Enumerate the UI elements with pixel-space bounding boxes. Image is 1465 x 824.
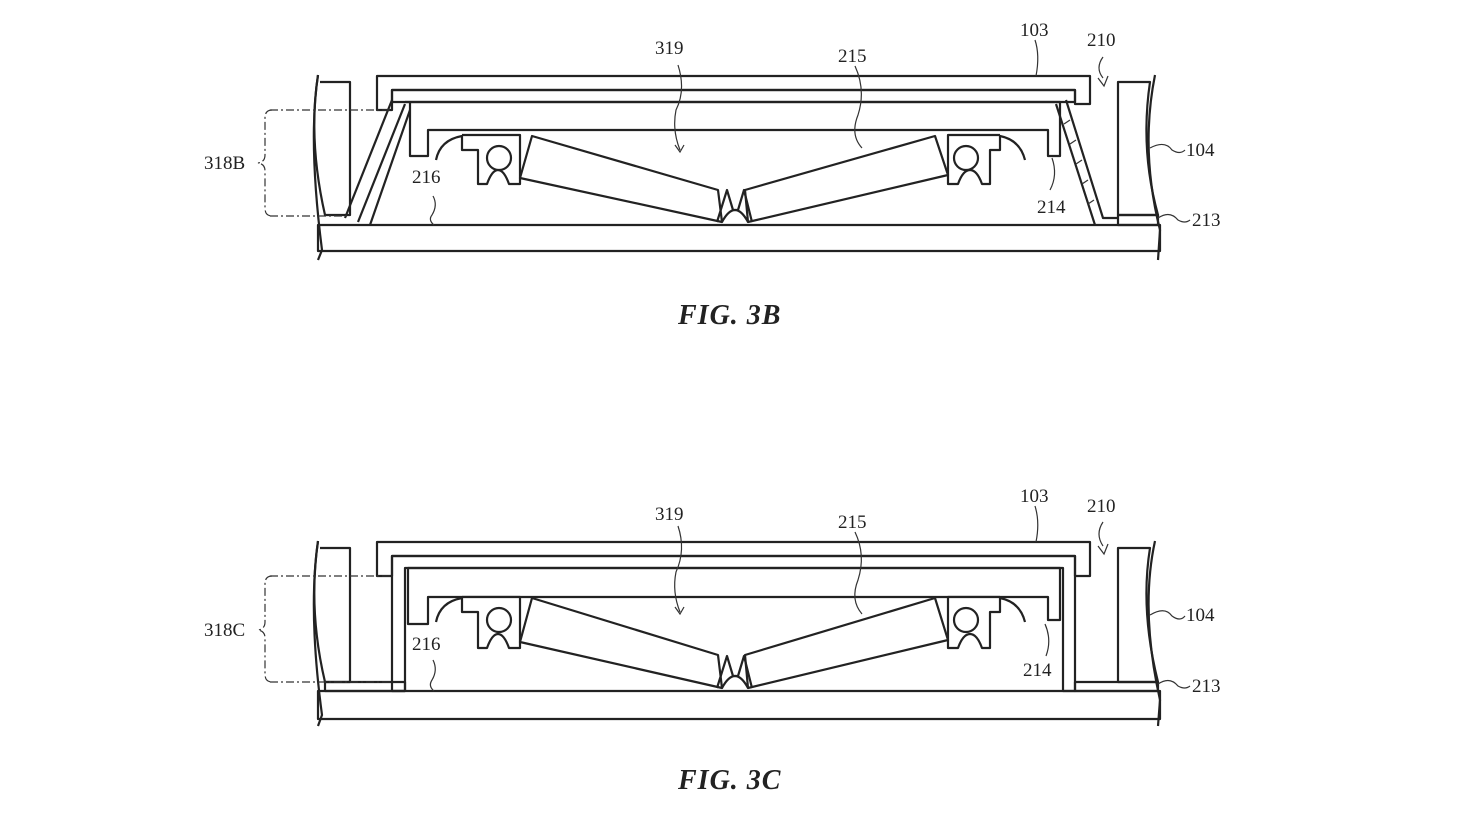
leader-103 [1034,505,1039,543]
label-210: 210 [1087,30,1116,51]
arrow-210 [1097,543,1109,556]
keycap-layer [390,88,1077,104]
break-line-left [312,74,324,261]
break-line-right [1147,74,1162,261]
leader-210 [1098,521,1104,547]
pin-left [485,606,513,634]
break-line-right [1147,540,1162,727]
base-plate [316,223,1162,253]
label-215: 215 [838,46,867,67]
membrane-left-outer [343,99,394,219]
scissor-arm-right [743,596,950,690]
hinge-curve [721,674,749,689]
scissor-arm-right [743,134,950,224]
leader-216 [429,659,436,692]
leader-319 [674,525,683,613]
label-214: 214 [1037,197,1066,218]
label-104: 104 [1186,140,1215,161]
label-103: 103 [1020,20,1049,41]
housing-left [313,540,352,684]
arrow-319 [674,144,685,154]
figure-caption-3c: FIG. 3C [677,765,781,796]
figure-3c: 319 215 103 210 104 213 214 216 318C FIG… [204,486,1221,796]
arrow-319 [674,606,685,616]
break-line-left [312,540,324,727]
label-213: 213 [1192,676,1221,697]
keycap-top [375,74,1092,112]
label-216: 216 [412,634,441,655]
keycap-inner [405,100,1062,158]
leader-213 [1157,679,1191,689]
label-103: 103 [1020,486,1049,507]
label-215: 215 [838,512,867,533]
hinge-curve [721,208,749,223]
membrane-left-mid [356,103,407,223]
label-216: 216 [412,167,441,188]
base-plate [316,689,1162,721]
keycap-top [375,540,1092,578]
leader-103 [1034,39,1039,77]
scissor-arm-left [518,134,724,224]
figure-caption-3b: FIG. 3B [677,300,781,331]
arrow-210 [1097,75,1109,88]
scissor-arm-left [518,596,724,690]
leader-215 [854,531,863,615]
label-213: 213 [1192,210,1221,231]
dim-brace [257,575,273,683]
label-319: 319 [655,504,684,525]
pin-right [952,606,980,634]
label-318b: 318B [204,153,245,174]
keycap-layer [390,554,1077,693]
dim-brace [257,109,273,217]
leader-104 [1149,610,1186,620]
leader-215 [854,65,863,149]
membrane-right-inner [1054,103,1097,226]
keycap-inner [406,566,1062,626]
label-210: 210 [1087,496,1116,517]
membrane-left-inner [368,109,412,226]
label-318c: 318C [204,620,245,641]
membrane-right-outer [1064,99,1118,220]
figure-3b: 319 215 103 210 104 213 214 216 318B FIG… [204,20,1221,331]
housing-ledge-right [1073,680,1160,693]
leader-214 [1044,623,1050,657]
label-104: 104 [1186,605,1215,626]
leader-104 [1149,143,1186,154]
pin-right [952,144,980,172]
leader-210 [1098,56,1104,79]
leader-213 [1157,213,1191,223]
label-319: 319 [655,38,684,59]
leader-214 [1049,157,1056,191]
label-214: 214 [1023,660,1052,681]
housing-ledge [1116,213,1160,227]
housing-left [313,74,352,217]
leader-319 [674,64,683,151]
pin-left [485,144,513,172]
leader-216 [429,195,436,226]
